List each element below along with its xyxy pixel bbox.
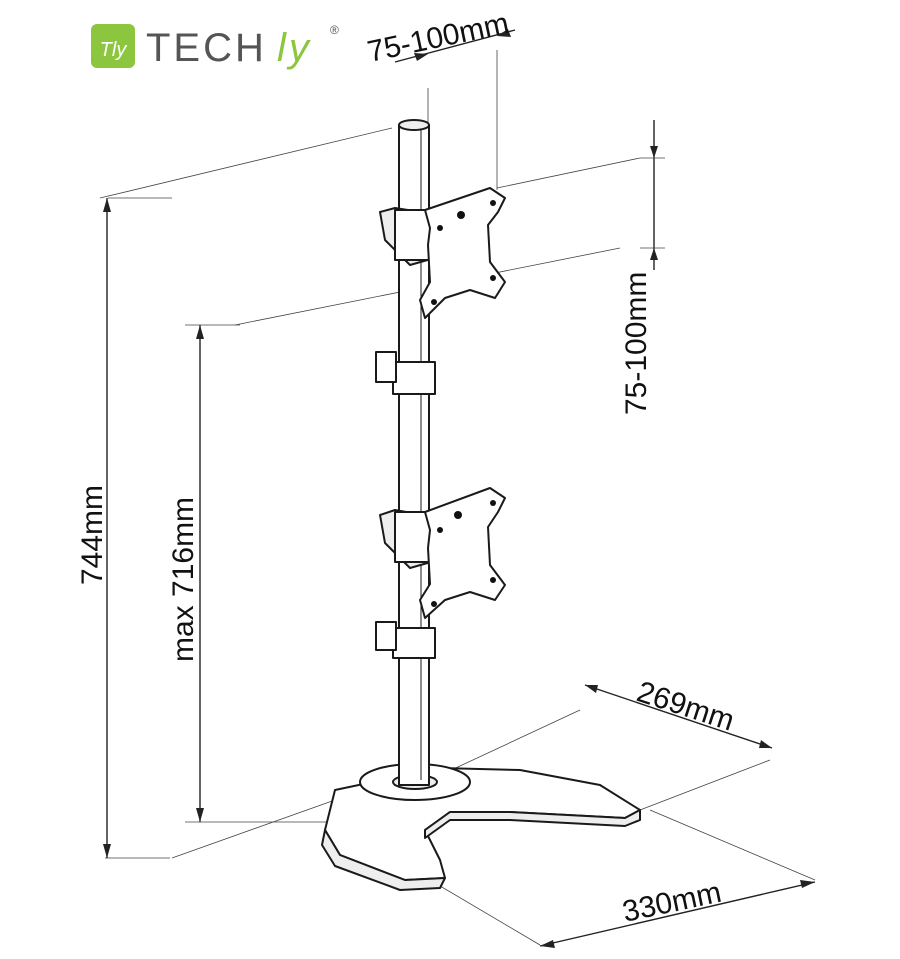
dim-label-base-width: 330mm <box>620 876 725 929</box>
dim-label-vesa-vertical: 75-100mm <box>620 272 653 415</box>
techly-logo: Tly TECH ly ® <box>91 23 339 70</box>
extension-lines <box>99 50 816 946</box>
vesa-mount-lower <box>379 487 506 619</box>
dim-label-base-depth: 269mm <box>633 675 738 737</box>
cable-clip-upper <box>375 351 436 395</box>
dimension-lines <box>103 29 816 948</box>
logo-brand-main: TECH <box>146 26 267 70</box>
logo-badge-icon <box>91 24 135 68</box>
dim-label-max-height: max 716mm <box>167 497 200 662</box>
dim-label-total-height: 744mm <box>76 485 109 585</box>
logo-brand-accent: ly <box>277 26 312 70</box>
vesa-mount-upper <box>379 187 506 319</box>
logo-badge-text: Tly <box>100 39 128 61</box>
cable-clip-lower <box>375 621 436 659</box>
dim-label-vesa-horizontal: 75-100mm <box>365 7 512 69</box>
stand-base <box>321 763 641 891</box>
logo-registered-mark: ® <box>330 23 339 37</box>
